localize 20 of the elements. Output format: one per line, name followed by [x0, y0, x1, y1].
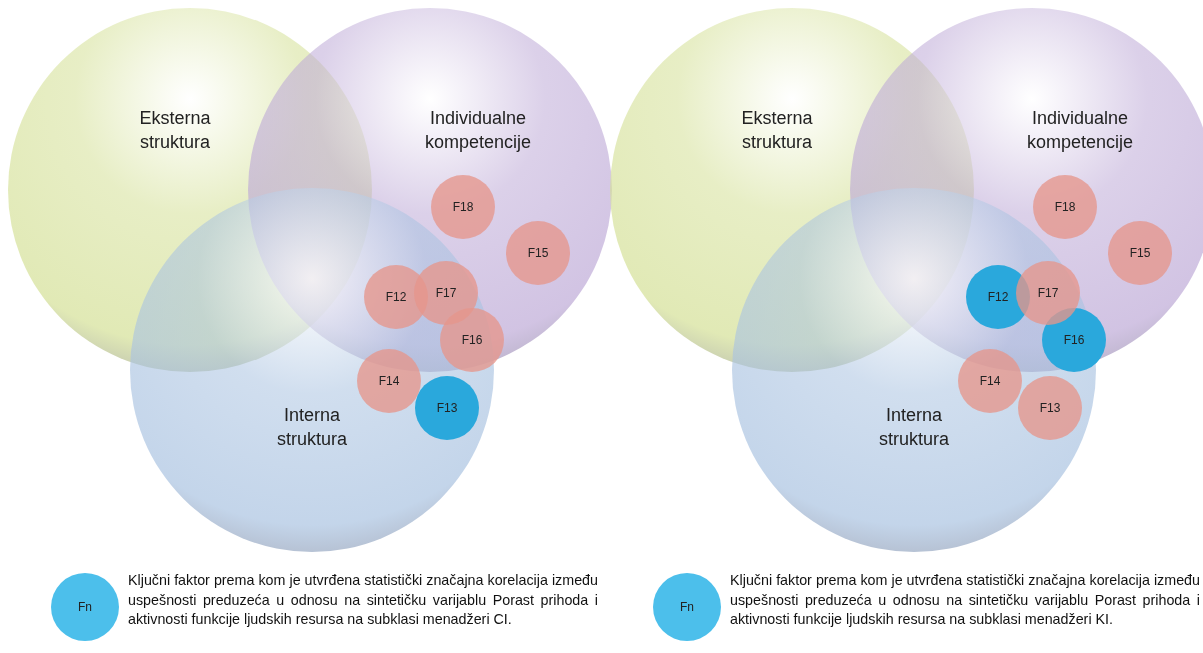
circle-label: Individualne kompetencije [1025, 107, 1135, 154]
legend-description: Ključni faktor prema kom je utvrđena statistički značajna korelacija između uspešnosti preduzeća u odnosu na sintetičku varijablu Porast prihoda i aktivnosti funkcije ljudskih resursa na subklasi menadžeri CI. [128, 571, 598, 629]
circle-label: Eksterna struktura [740, 107, 814, 154]
factor-circle: F13 [1018, 376, 1082, 440]
factor-circle: F15 [1108, 221, 1172, 285]
factor-circle: F17 [1016, 261, 1080, 325]
circle-label: Individualne kompetencije [423, 107, 533, 154]
circle-label: Interna struktura [276, 404, 348, 451]
legend-circle: Fn [653, 573, 721, 641]
legend-description: Ključni faktor prema kom je utvrđena statistički značajna korelacija između uspešnosti preduzeća u odnosu na sintetičku varijablu Porast prihoda i aktivnosti funkcije ljudskih resursa na subklasi menadžeri KI. [730, 571, 1200, 629]
factor-circle: F14 [357, 349, 421, 413]
factor-circle: F17 [414, 261, 478, 325]
circle-label: Eksterna struktura [138, 107, 212, 154]
factor-circle: F18 [1033, 175, 1097, 239]
circle-label: Interna struktura [878, 404, 950, 451]
legend-circle: Fn [51, 573, 119, 641]
factor-circle: F15 [506, 221, 570, 285]
factor-circle: F13 [415, 376, 479, 440]
factor-circle: F14 [958, 349, 1022, 413]
factor-circle: F18 [431, 175, 495, 239]
